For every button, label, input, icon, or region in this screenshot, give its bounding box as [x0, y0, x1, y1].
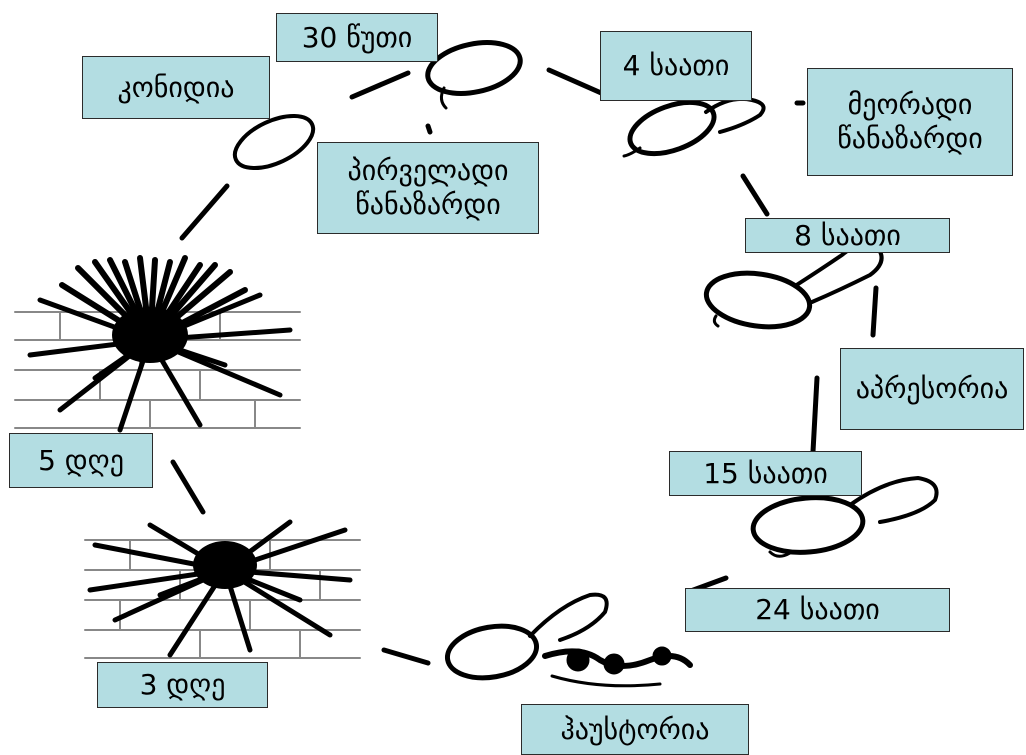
label-24-hours: 24 საათი: [685, 588, 950, 632]
label-3-days: 3 დღე: [97, 662, 268, 708]
label-5-days: 5 დღე: [9, 433, 153, 488]
label-primary-germ-tube: პირველადი წანაზარდი: [317, 142, 539, 234]
label-conidia: კონიდია: [82, 56, 270, 119]
label-appressoria: აპრესორია: [840, 348, 1024, 430]
label-8-hours-text: 8 საათი: [794, 219, 901, 253]
spore-24-hours: [443, 595, 690, 686]
label-secondary-line-1: მეორადი: [848, 88, 973, 122]
label-primary-line-2: წანაზარდი: [355, 188, 500, 222]
label-3-days-text: 3 დღე: [140, 668, 226, 702]
label-15-hours: 15 საათი: [669, 451, 862, 496]
label-24-hours-text: 24 საათი: [755, 593, 880, 627]
label-15-hours-text: 15 საათი: [703, 457, 828, 491]
label-30-min-text: 30 წუთი: [302, 21, 413, 55]
colony-5-days: [15, 258, 300, 430]
spore-30-min: [423, 35, 525, 108]
label-primary-line-1: პირველადი: [348, 154, 509, 188]
label-8-hours: 8 საათი: [745, 218, 950, 253]
spore-8-hours: [703, 244, 882, 333]
label-4-hours: 4 საათი: [600, 31, 752, 101]
label-haustoria: ჰაუსტორია: [521, 704, 749, 755]
spore-4-hours: [623, 92, 763, 163]
label-4-hours-text: 4 საათი: [623, 49, 730, 83]
label-conidia-text: კონიდია: [117, 71, 234, 105]
label-appressoria-text: აპრესორია: [856, 372, 1009, 406]
colony-3-days: [85, 522, 360, 658]
label-secondary-line-2: წანაზარდი: [837, 122, 982, 156]
label-haustoria-text: ჰაუსტორია: [560, 713, 709, 747]
label-5-days-text: 5 დღე: [38, 444, 124, 478]
label-secondary-germ-tube: მეორადი წანაზარდი: [807, 68, 1013, 176]
label-30-min: 30 წუთი: [276, 13, 438, 62]
